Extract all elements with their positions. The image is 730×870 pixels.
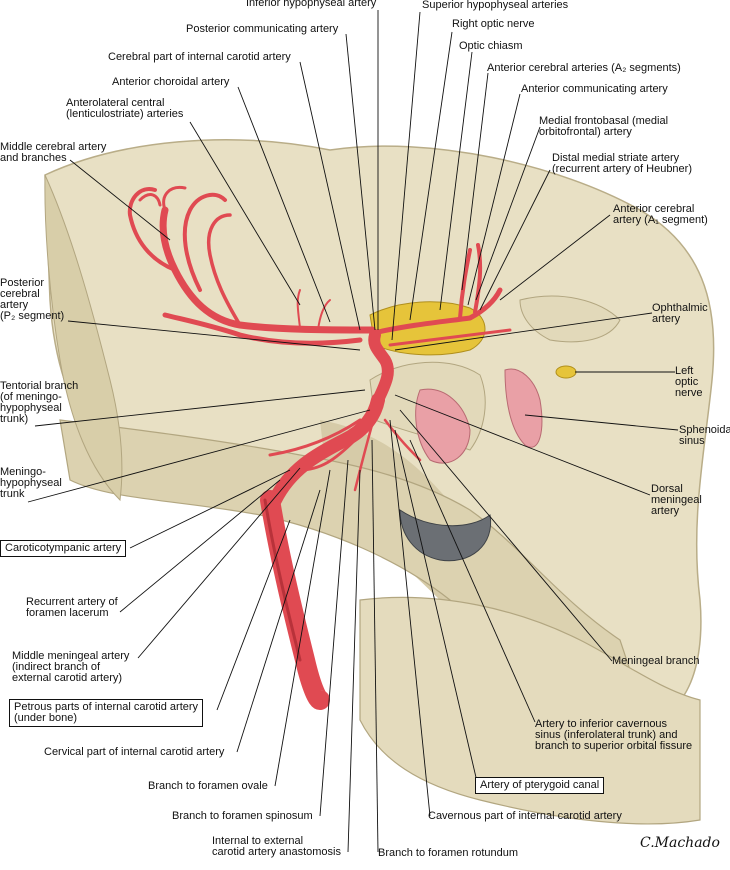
label-branch-foramen-spinosum: Branch to foramen spinosum [172, 810, 313, 822]
artist-signature: C.Machado [640, 835, 720, 851]
label-petrous-parts: Petrous parts of internal carotid artery… [9, 699, 204, 727]
anterior-cerebral-a2 [458, 243, 483, 320]
label-branch-foramen-ovale: Branch to foramen ovale [148, 780, 268, 792]
petrous-ica [268, 393, 385, 507]
label-anterior-choroidal: Anterior choroidal artery [112, 76, 230, 88]
label-internal-external-anastomosis: Internal to external carotid artery anas… [212, 835, 341, 858]
label-anterior-communicating: Anterior communicating artery [521, 83, 668, 95]
ophthalmic-artery [388, 328, 512, 347]
anterior-cerebral-a1 [375, 287, 503, 335]
label-caroticotympanic: Caroticotympanic artery [0, 540, 127, 557]
label-sphenoidal-sinus: Sphenoidal sinus [679, 424, 730, 447]
cervical-ica [260, 490, 330, 710]
label-recurrent-foramen-lacerum: Recurrent artery of foramen lacerum [26, 596, 118, 619]
label-anterolateral-central: Anterolateral central (lenticulostriate)… [66, 97, 184, 120]
label-ophthalmic: Ophthalmic artery [652, 302, 708, 325]
lenticulostriate [296, 289, 331, 331]
label-artery-inferior-cavernous: Artery to inferior cavernous sinus (infe… [535, 718, 693, 752]
label-tentorial-branch: Tentorial branch (of meningo- hypophysea… [0, 380, 79, 425]
label-cervical-part: Cervical part of internal carotid artery [44, 746, 225, 758]
anterior-clinoid [519, 295, 621, 343]
arteries [127, 185, 512, 710]
leader-lines [27, 10, 679, 853]
mca-branch-1 [127, 187, 177, 272]
meningohypophyseal [268, 418, 362, 472]
label-meningeal-branch: Meningeal branch [612, 655, 700, 667]
label-posterior-communicating: Posterior communicating artery [186, 23, 339, 35]
mca-branch-3 [207, 213, 242, 327]
label-optic-chiasm: Optic chiasm [459, 40, 523, 52]
label-left-optic-nerve: Left optic nerve [675, 365, 703, 399]
label-posterior-cerebral: Posterior cerebral artery (P₂ segment) [0, 277, 65, 322]
label-right-optic-nerve: Right optic nerve [452, 18, 535, 30]
label-anterior-cerebral-a1: Anterior cerebral artery (A₁ segment) [613, 203, 708, 226]
cavernous-ica [368, 329, 394, 406]
label-cerebral-part-ica: Cerebral part of internal carotid artery [108, 51, 291, 63]
cervical-ica-shade [263, 498, 302, 662]
label-artery-pterygoid-canal: Artery of pterygoid canal [475, 777, 605, 794]
sphenoidal-sinus [504, 368, 543, 448]
mca-branch-4 [138, 185, 187, 212]
label-distal-medial-striate: Distal medial striate artery (recurrent … [552, 152, 692, 175]
label-inferior-hypophyseal: Inferior hypophyseal artery [246, 0, 377, 9]
label-cavernous-part: Cavernous part of internal carotid arter… [428, 810, 622, 822]
label-medial-frontobasal: Medial frontobasal (medial orbitofrontal… [539, 115, 669, 138]
mca-branch-2 [182, 192, 227, 292]
label-middle-meningeal: Middle meningeal artery (indirect branch… [12, 650, 130, 684]
label-meningohypophyseal: Meningo- hypophyseal trunk [0, 466, 62, 500]
label-superior-hypophyseal: Superior hypophyseal arteries [422, 0, 569, 11]
label-branch-foramen-rotundum: Branch to foramen rotundum [378, 847, 519, 859]
label-anterior-cerebral-a2: Anterior cerebral arteries (A₂ segments) [487, 62, 681, 74]
posterior-cerebral-artery [162, 312, 363, 346]
middle-cerebral-trunk [159, 206, 376, 334]
label-dorsal-meningeal: Dorsal meningeal artery [651, 483, 702, 517]
left-optic-nerve-shape [555, 365, 577, 379]
label-middle-cerebral: Middle cerebral artery and branches [0, 141, 107, 164]
